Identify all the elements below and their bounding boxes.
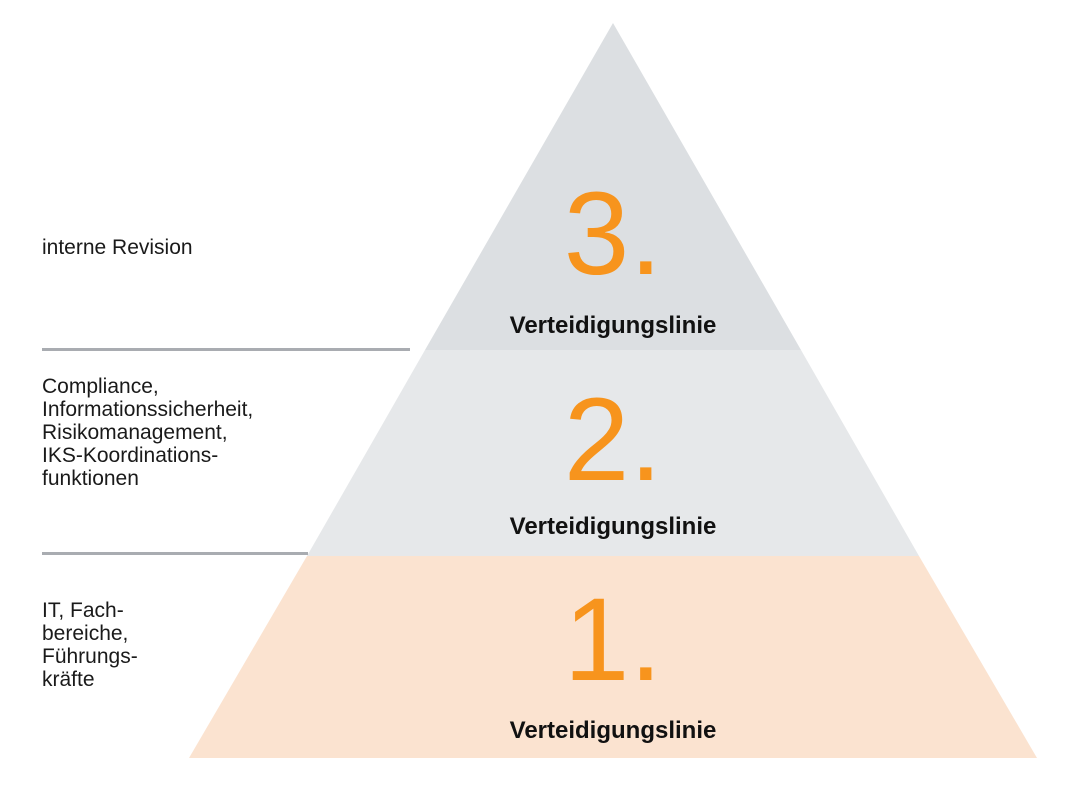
- level-2-title: Verteidigungslinie: [509, 513, 717, 540]
- level-3-number: 3.: [563, 168, 663, 300]
- level-1-number: 1.: [563, 574, 663, 706]
- level-1-title: Verteidigungslinie: [509, 717, 717, 744]
- side-label-level-3: interne Revision: [42, 236, 193, 259]
- side-label-level-2: Compliance, Informationssicherheit, Risi…: [42, 375, 254, 490]
- pyramid-tier-3: [425, 23, 801, 350]
- level-3-title: Verteidigungslinie: [509, 312, 717, 339]
- level-2-number: 2.: [563, 374, 663, 506]
- divider-level-2-1: [42, 552, 308, 555]
- divider-level-3-2: [42, 348, 410, 351]
- pyramid-tier-1: [189, 556, 1037, 758]
- pyramid-tier-2: [307, 350, 919, 556]
- side-label-level-1: IT, Fach- bereiche, Führungs- kräfte: [42, 599, 138, 691]
